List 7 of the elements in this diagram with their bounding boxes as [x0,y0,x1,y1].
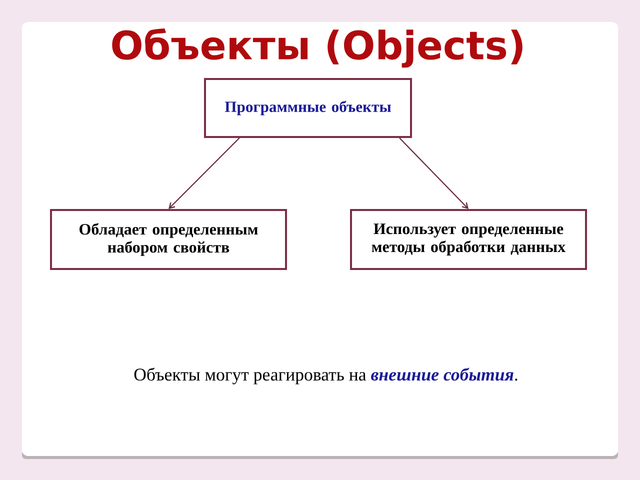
note-text: Объекты могут реагировать на внешние события. [134,368,518,384]
arrow [168,138,240,209]
process-box: Обладает определенным набором свойств [50,209,287,270]
arrow [399,138,468,209]
process-box: Использует определенные методы обработки данных [350,209,587,270]
title: Объекты (Objects) [112,28,522,68]
process-box: Программные объекты [204,78,412,138]
